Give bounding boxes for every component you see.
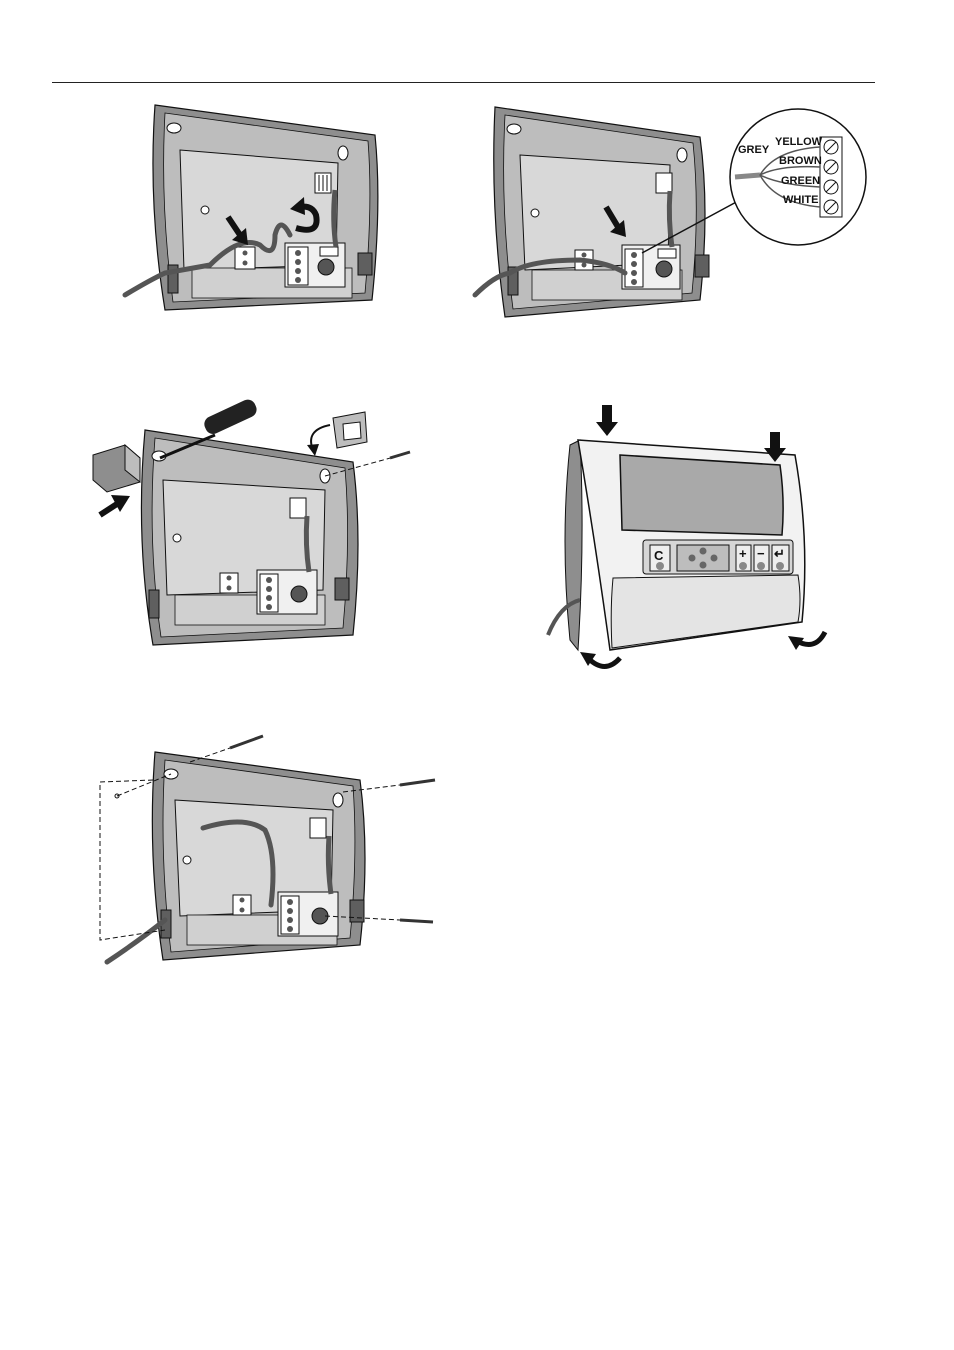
wall-plate xyxy=(141,430,358,645)
nav-down-button[interactable] xyxy=(700,562,707,569)
press-arrow-left-icon xyxy=(596,405,618,436)
knockout-piece-right xyxy=(333,412,367,448)
minus-button[interactable]: − xyxy=(754,545,769,571)
rotate-arrow-left-icon xyxy=(580,652,620,667)
enter-button[interactable]: ↵ xyxy=(772,545,789,571)
wire-label-green: GREEN xyxy=(781,175,820,187)
plus-button[interactable]: + xyxy=(736,545,751,571)
connector-strip xyxy=(290,498,306,518)
cable-clamp xyxy=(235,247,255,269)
figure-wall-mounting xyxy=(95,730,445,975)
wire-label-yellow: YELLOW xyxy=(775,136,823,148)
wire-label-white: WHITE xyxy=(783,194,818,206)
screw-icon xyxy=(400,780,435,785)
nav-right-button[interactable] xyxy=(711,555,718,562)
screw-icon xyxy=(230,736,263,748)
connector-strip xyxy=(315,173,331,193)
connector-strip xyxy=(656,173,672,193)
thermostat-front-cover: C + − ↵ xyxy=(578,440,805,650)
figure-knockout xyxy=(85,400,425,660)
plus-button-label: + xyxy=(739,546,747,561)
figure-cable-routing xyxy=(110,95,410,325)
figure-front-cover: C + − ↵ xyxy=(540,400,840,680)
terminal-block xyxy=(285,243,345,287)
enter-button-label: ↵ xyxy=(774,546,785,561)
knockout-piece-left xyxy=(93,445,140,492)
header-rule xyxy=(52,82,875,83)
clear-button-label: C xyxy=(654,548,664,563)
minus-button-label: − xyxy=(757,546,765,561)
cable xyxy=(107,920,165,962)
figure-wiring: GREY YELLOW BROWN GREEN WHITE xyxy=(470,95,880,335)
clear-button[interactable]: C xyxy=(650,545,670,571)
terminal-block xyxy=(622,245,680,289)
rotate-arrow-right-icon xyxy=(788,632,825,650)
navigation-pad[interactable] xyxy=(677,545,729,571)
nav-left-button[interactable] xyxy=(689,555,696,562)
cable-clamp xyxy=(220,573,238,593)
connector-strip xyxy=(310,818,326,838)
screw-icon xyxy=(400,920,433,922)
rotate-arrow-icon xyxy=(307,425,330,456)
display-window xyxy=(620,455,783,535)
terminal-block xyxy=(257,570,317,614)
screw-icon xyxy=(390,452,410,458)
nav-up-button[interactable] xyxy=(700,548,707,555)
cable-clamp xyxy=(233,895,251,915)
push-arrow-icon xyxy=(100,495,130,515)
wiring-callout: GREY YELLOW BROWN GREEN WHITE xyxy=(730,109,866,245)
cable-label-grey: GREY xyxy=(738,144,770,156)
terminal-block xyxy=(278,892,338,936)
wire-label-brown: BROWN xyxy=(779,155,822,167)
